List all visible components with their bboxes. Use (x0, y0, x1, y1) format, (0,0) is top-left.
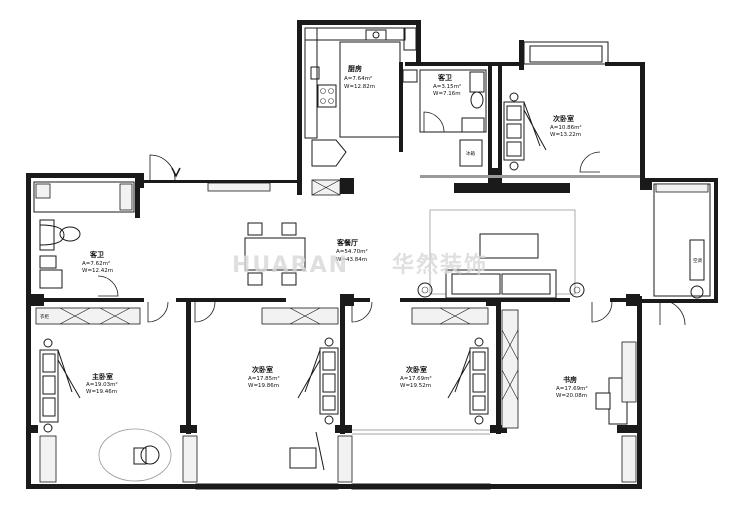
guest-bath-left-area: A=7.62m² (82, 260, 110, 267)
dining-table-icon (244, 237, 306, 271)
master-bedroom-name: 主卧室 (92, 372, 113, 381)
guest-bath-top-perimeter: W=7.16m (433, 91, 461, 97)
bookshelf-icon (501, 309, 519, 429)
bed-icon (503, 101, 525, 161)
living-dining: 客餐厅 A=54.70m² W=43.84m (244, 209, 585, 299)
study-name: 书房 (563, 375, 577, 384)
range-hood-icon (311, 139, 347, 167)
kitchen-perimeter: W=12.82m (344, 84, 375, 90)
entrance-door (149, 154, 271, 192)
master-bedroom-perimeter: W=19.46m (86, 389, 117, 395)
watermark-latin: HUARAN (232, 253, 349, 278)
watermark-chinese: 华然装饰 (392, 252, 488, 278)
bedroom-mid-left-perimeter: W=19.86m (248, 383, 279, 389)
master-bed-icon (39, 349, 59, 423)
ac-mark: 空调 (693, 257, 702, 264)
guest-bath-left-perimeter: W=12.42m (82, 268, 113, 274)
living-dining-name: 客餐厅 (336, 238, 358, 247)
study: 书房 A=17.69m² W=20.08m (501, 299, 686, 483)
bedroom-mid-right-perimeter: W=19.52m (400, 383, 431, 389)
sofa-icon (445, 269, 557, 299)
guest-bath-left-name: 客卫 (89, 250, 104, 259)
bed-icon (469, 347, 489, 415)
chair-icon (595, 392, 611, 410)
closet-icon (35, 307, 141, 325)
bedroom-mid-right-area: A=17.69m² (400, 375, 432, 382)
guest-bath-top-name: 客卫 (437, 73, 452, 82)
outer-walls (26, 20, 718, 489)
kitchen-name: 厨房 (348, 64, 362, 73)
master-bedroom: 衣柜 主卧室 A=19.03m² W=19.46m (35, 301, 172, 483)
bed-icon (319, 347, 339, 415)
bedroom-mid-right: 次卧室 A=17.69m² W=19.52m (337, 301, 489, 483)
interior-walls (26, 62, 652, 434)
guest-bath-left: 客卫 A=7.62m² W=12.42m (33, 181, 135, 297)
kitchen-area: A=7.64m² (344, 75, 372, 82)
fridge-icon (459, 139, 483, 167)
study-area: A=17.69m² (556, 385, 588, 392)
bedroom-mid-right-name: 次卧室 (406, 365, 427, 374)
study-perimeter: W=20.08m (556, 393, 587, 399)
guest-bath-top: 客卫 A=3.15m² W=7.16m 冰箱 (402, 69, 487, 167)
bedroom-mid-left-area: A=17.85m² (248, 375, 280, 382)
guest-bath-top-area: A=3.15m² (433, 83, 461, 90)
balcony-right: 空调 (653, 183, 711, 299)
fridge-mark: 冰箱 (466, 150, 475, 157)
living-dining-perimeter: W=43.84m (336, 257, 367, 263)
bedroom-mid-left-name: 次卧室 (252, 365, 273, 374)
bedroom-top-right-name: 次卧室 (553, 114, 574, 123)
bedroom-top-right: 次卧室 A=10.86m² W=13.22m (503, 92, 601, 173)
bedroom-mid-left: 次卧室 A=17.85m² W=19.86m (182, 301, 339, 483)
closet-mark: 衣柜 (40, 313, 49, 320)
bedroom-top-right-area: A=10.86m² (550, 124, 582, 131)
living-dining-area: A=54.70m² (336, 248, 368, 255)
kitchen: 厨房 A=7.64m² W=12.82m (304, 27, 417, 196)
master-bedroom-area: A=19.03m² (86, 381, 118, 388)
bottom-windows (195, 429, 491, 490)
stove-icon (317, 84, 337, 108)
bedroom-top-right-perimeter: W=13.22m (550, 132, 581, 138)
